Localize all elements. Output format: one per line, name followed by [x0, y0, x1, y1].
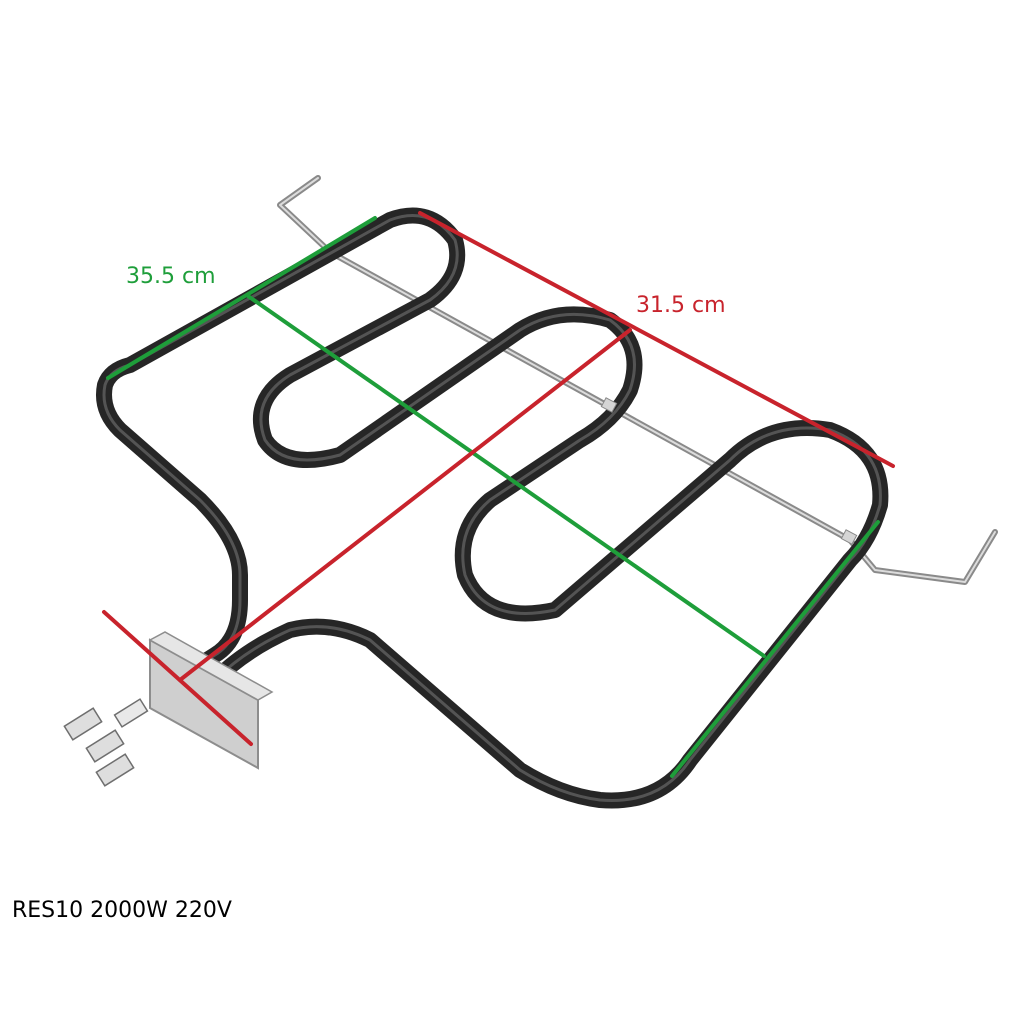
- width-edge-right: [670, 520, 880, 778]
- width-measure-line: [246, 294, 766, 658]
- width-dimension: [106, 216, 880, 778]
- model-caption: RES10 2000W 220V: [12, 898, 232, 923]
- depth-dimension-label: 31.5 cm: [636, 293, 726, 318]
- width-edge-left: [106, 216, 377, 380]
- terminal-connectors: [63, 698, 149, 787]
- depth-dimension: [102, 211, 895, 746]
- depth-measure-line: [178, 328, 632, 682]
- width-dimension-label: 35.5 cm: [126, 264, 216, 289]
- rod-clamps: [600, 397, 858, 545]
- depth-edge-bottom: [102, 610, 253, 746]
- depth-edge-top: [418, 211, 895, 468]
